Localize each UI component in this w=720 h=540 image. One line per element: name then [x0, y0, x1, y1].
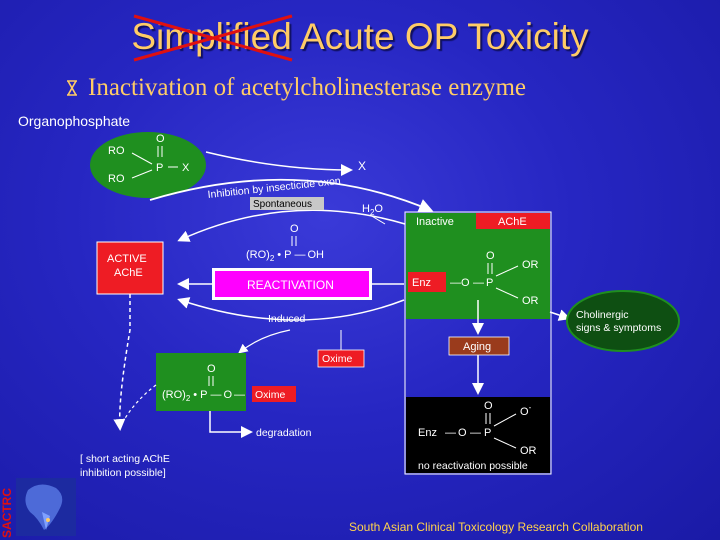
svg-text:—: — — [450, 277, 461, 289]
organophosphate-ellipse — [90, 132, 206, 198]
strike-through-mark — [133, 14, 293, 62]
svg-text:Oxime: Oxime — [255, 389, 285, 401]
water-label: H2O — [362, 203, 383, 217]
active-ache-line2: AChE — [114, 267, 143, 279]
svg-text:O: O — [207, 363, 216, 375]
svg-text:OR: OR — [522, 259, 539, 271]
dephos-product: (RO)2•P—OH — [246, 249, 324, 263]
cholinergic-line2: signs & symptoms — [576, 322, 661, 334]
svg-text:O: O — [461, 277, 470, 289]
short-acting-line2: inhibition possible] — [80, 467, 166, 479]
leaving-group-x: X — [358, 159, 366, 173]
active-ache-line1: ACTIVE — [107, 253, 147, 265]
no-reactivation-label: no reactivation possible — [418, 460, 528, 472]
organophosphate-label: Organophosphate — [18, 113, 131, 129]
cholinergic-line1: Cholinergic — [576, 309, 629, 321]
op-x: X — [182, 162, 190, 174]
aged-enz-label: Enz — [418, 427, 437, 439]
cholinergic-ellipse — [566, 290, 680, 352]
op-oxygen: O — [156, 133, 165, 145]
svg-text:O: O — [290, 223, 299, 235]
footer-credit: South Asian Clinical Toxicology Research… — [349, 520, 643, 534]
degradation-label: degradation — [256, 427, 312, 439]
svg-text:—: — — [473, 277, 484, 289]
ache-label: AChE — [498, 216, 527, 228]
svg-text:P: P — [486, 277, 493, 289]
sactrc-logo: SACTRC — [0, 478, 76, 538]
induced-label: Induced — [268, 313, 306, 325]
reactivation-label: REACTIVATION — [247, 278, 334, 292]
svg-text:P: P — [484, 427, 491, 439]
svg-text:O: O — [458, 427, 467, 439]
op-ro-top: RO — [108, 145, 125, 157]
oxime-complex: (RO)2•P—O— — [162, 389, 245, 403]
aging-label: Aging — [463, 341, 491, 353]
inactive-label: Inactive — [416, 216, 454, 228]
op-ro-bottom: RO — [108, 173, 125, 185]
spontaneous-label: Spontaneous — [253, 199, 312, 210]
svg-text:OR: OR — [520, 445, 537, 457]
hourglass-bullet-icon — [67, 80, 77, 96]
svg-text:O: O — [484, 400, 493, 412]
oxime-label: Oxime — [322, 353, 352, 365]
svg-text:O-: O- — [520, 403, 532, 418]
svg-text:—: — — [470, 427, 481, 439]
short-acting-line1: [ short acting AChE — [80, 453, 170, 465]
subtitle: Inactivation of acetylcholinesterase enz… — [88, 74, 526, 101]
svg-text:OR: OR — [522, 295, 539, 307]
svg-text:SACTRC: SACTRC — [0, 488, 14, 538]
svg-text:—: — — [445, 427, 456, 439]
op-phosphorus: P — [156, 162, 163, 174]
svg-text:O: O — [486, 250, 495, 262]
enz-label: Enz — [412, 277, 431, 289]
